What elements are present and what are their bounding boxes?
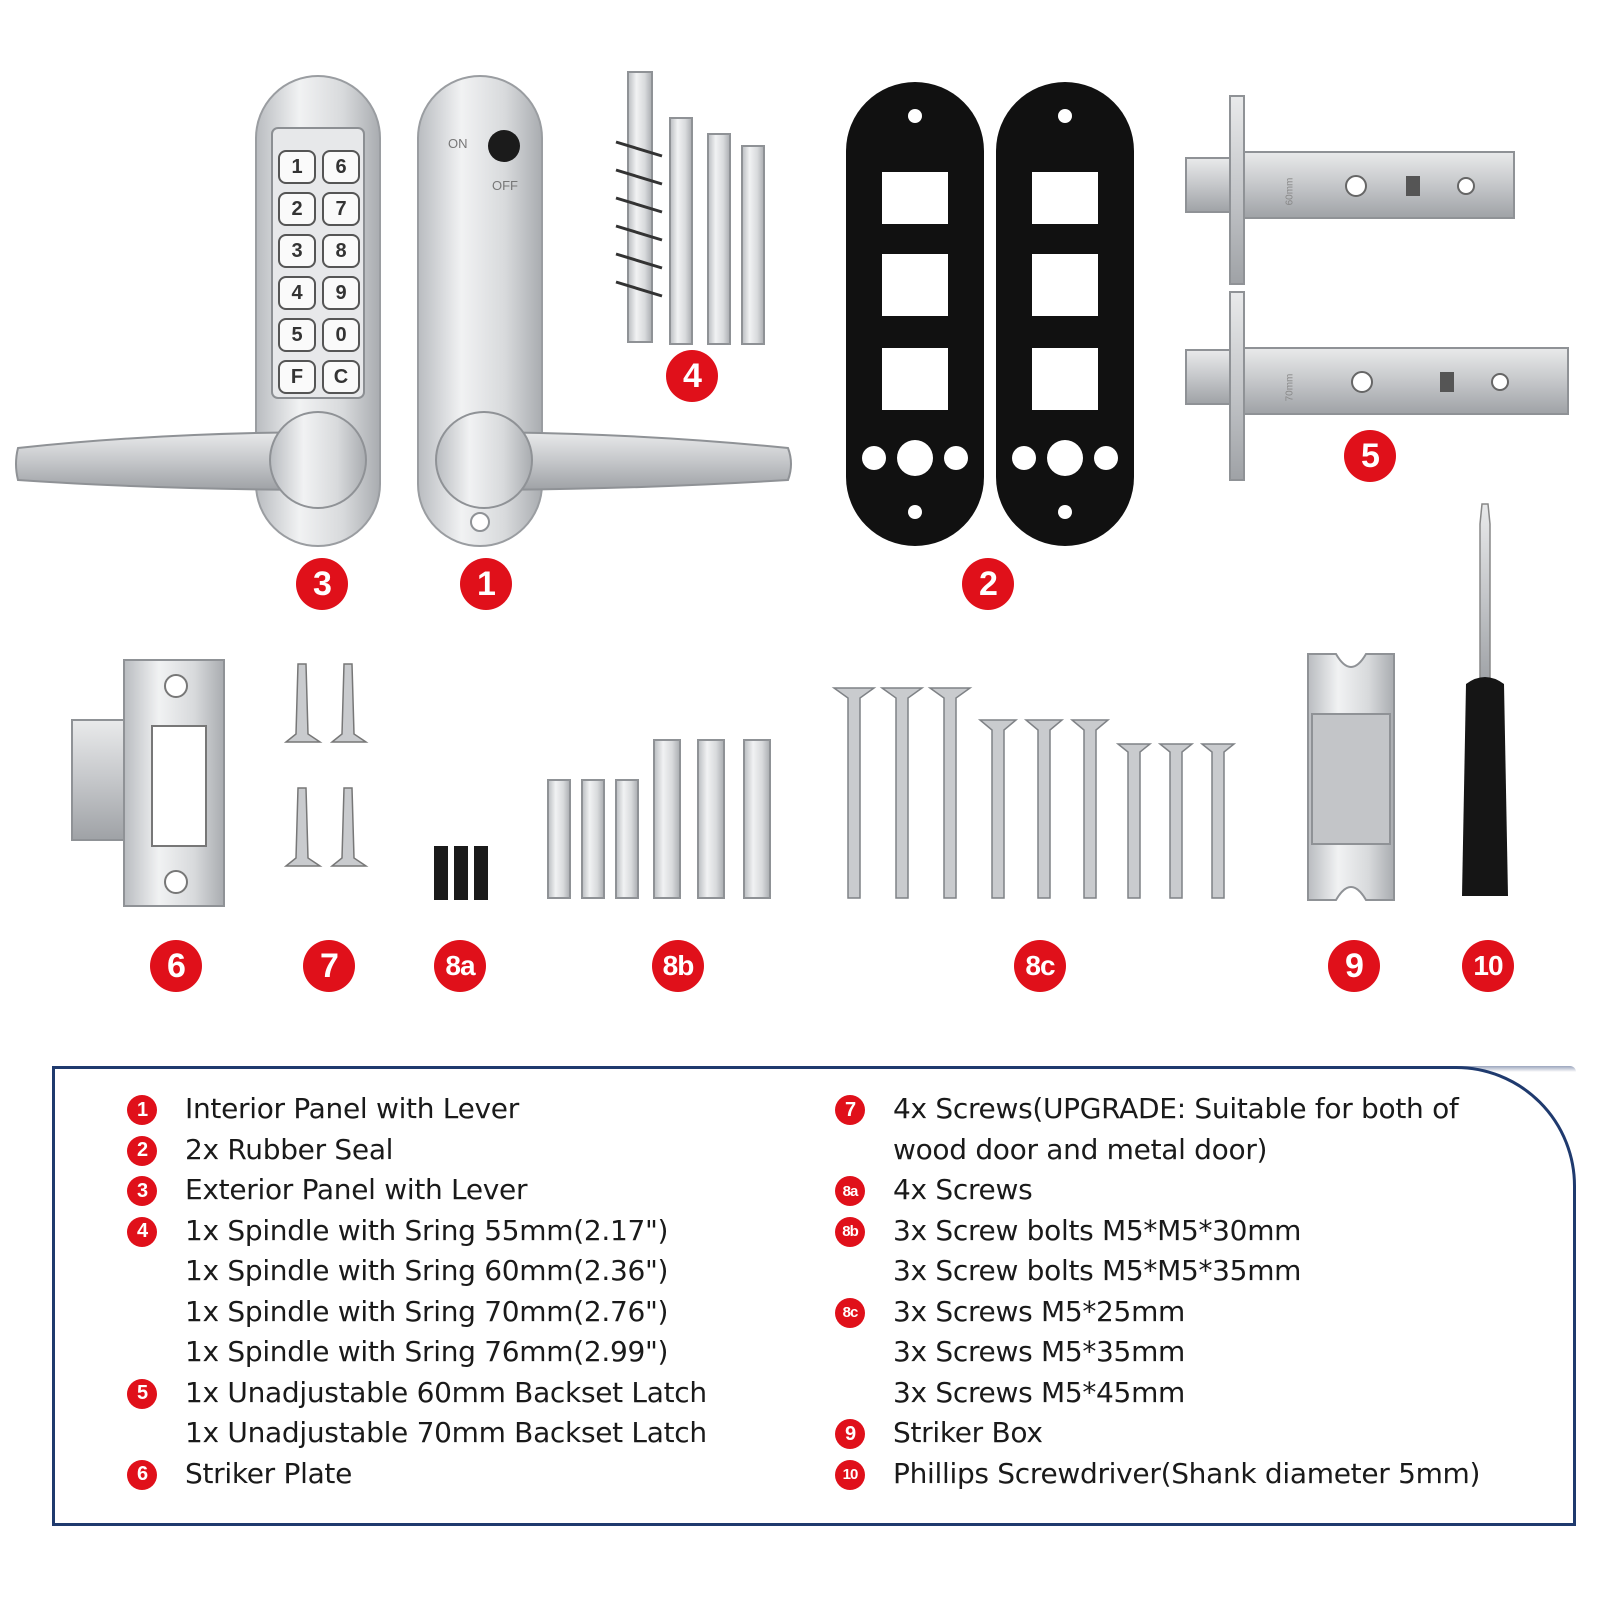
keypad-key: C [322, 360, 360, 394]
keypad-key: 5 [278, 318, 316, 352]
keypad-key: 4 [278, 276, 316, 310]
legend-item-8a: 8a 4x Screws [835, 1170, 1480, 1211]
keypad-key: 6 [322, 150, 360, 184]
keypad-key: 8 [322, 234, 360, 268]
legend-item-8c: 8c 3x Screws M5*25mm 3x Screws M5*35mm 3… [835, 1292, 1480, 1414]
latch-60-label: 60mm [1284, 177, 1296, 206]
legend-badge: 8b [835, 1216, 865, 1247]
legend-badge: 8a [835, 1176, 865, 1206]
legend-item-2: 2 2x Rubber Seal [127, 1130, 707, 1171]
badge-8a: 8a [434, 940, 486, 992]
legend-text: 1x Spindle with Sring 76mm(2.99") [185, 1335, 669, 1368]
keypad-key: 0 [322, 318, 360, 352]
legend-text: 3x Screws M5*35mm [893, 1335, 1186, 1368]
legend-badge: 8c [835, 1297, 865, 1328]
legend-text: 1x Spindle with Sring 70mm(2.76") [185, 1294, 669, 1328]
legend-badge: 6 [127, 1459, 157, 1490]
parts-legend: 1 Interior Panel with Lever 2 2x Rubber … [52, 1066, 1576, 1526]
legend-item-7: 7 4x Screws(UPGRADE: Suitable for both o… [835, 1089, 1480, 1170]
machine-screws-illustration [831, 687, 1237, 899]
keypad-key: 3 [278, 234, 316, 268]
legend-text: 1x Spindle with Sring 55mm(2.17") [185, 1213, 669, 1247]
legend-badge: 9 [835, 1419, 865, 1449]
legend-item-6: 6 Striker Plate [127, 1454, 707, 1495]
legend-text: 1x Unadjustable 60mm Backset Latch [185, 1375, 707, 1409]
legend-column-left: 1 Interior Panel with Lever 2 2x Rubber … [127, 1089, 707, 1494]
legend-text: 4x Screws [893, 1173, 1033, 1206]
latches-illustration [1185, 95, 1569, 481]
legend-column-right: 7 4x Screws(UPGRADE: Suitable for both o… [835, 1089, 1480, 1494]
spindles-illustration [615, 71, 765, 345]
screw-bolts-illustration [547, 739, 771, 899]
screwdriver-illustration [1462, 503, 1508, 896]
legend-text: 1x Spindle with Sring 60mm(2.36") [185, 1254, 669, 1287]
interior-panel-illustration [417, 75, 792, 547]
legend-item-10: 10 Phillips Screwdriver(Shank diameter 5… [835, 1454, 1480, 1495]
legend-badge: 1 [127, 1095, 157, 1125]
legend-text: Interior Panel with Lever [185, 1092, 519, 1125]
badge-9: 9 [1328, 940, 1380, 992]
wood-metal-screws-illustration [283, 663, 369, 867]
legend-text: 3x Screw bolts M5*M5*30mm [893, 1213, 1302, 1247]
legend-badge: 10 [835, 1459, 865, 1490]
legend-text: 3x Screws M5*25mm [893, 1294, 1186, 1328]
badge-3: 3 [296, 558, 348, 610]
keypad-key: 7 [322, 192, 360, 226]
switch-off-label: OFF [492, 178, 518, 193]
legend-badge: 4 [127, 1216, 157, 1247]
legend-text: Striker Plate [185, 1456, 353, 1490]
keypad-key: 9 [322, 276, 360, 310]
legend-item-5: 5 1x Unadjustable 60mm Backset Latch 1x … [127, 1373, 707, 1454]
badge-4: 4 [666, 350, 718, 402]
badge-8b: 8b [652, 940, 704, 992]
badge-8c: 8c [1014, 940, 1066, 992]
legend-text: wood door and metal door) [893, 1132, 1268, 1166]
badge-2: 2 [962, 558, 1014, 610]
rubber-seals-illustration [846, 82, 1134, 546]
switch-on-label: ON [448, 136, 468, 151]
legend-text: 4x Screws(UPGRADE: Suitable for both of [893, 1092, 1459, 1125]
legend-text: Phillips Screwdriver(Shank diameter 5mm) [893, 1456, 1481, 1490]
legend-badge: 3 [127, 1176, 157, 1206]
legend-text: 2x Rubber Seal [185, 1132, 394, 1166]
legend-badge: 5 [127, 1378, 157, 1409]
keypad-key: F [278, 360, 316, 394]
striker-plate-illustration [71, 659, 225, 907]
badge-10: 10 [1462, 940, 1514, 992]
legend-badge: 7 [835, 1095, 865, 1125]
keypad-key: 2 [278, 192, 316, 226]
badge-7: 7 [303, 940, 355, 992]
latch-70-label: 70mm [1284, 373, 1296, 402]
legend-item-1: 1 Interior Panel with Lever [127, 1089, 707, 1130]
legend-text: 3x Screw bolts M5*M5*35mm [893, 1254, 1302, 1287]
legend-text: 3x Screws M5*45mm [893, 1375, 1186, 1409]
legend-item-4: 4 1x Spindle with Sring 55mm(2.17") 1x S… [127, 1211, 707, 1373]
striker-box-illustration [1307, 653, 1395, 901]
legend-item-9: 9 Striker Box [835, 1413, 1480, 1454]
legend-text: Exterior Panel with Lever [185, 1173, 528, 1206]
legend-item-3: 3 Exterior Panel with Lever [127, 1170, 707, 1211]
badge-5: 5 [1344, 430, 1396, 482]
keypad: 1 6 2 7 3 8 4 9 5 0 F C [278, 150, 360, 394]
legend-item-8b: 8b 3x Screw bolts M5*M5*30mm 3x Screw bo… [835, 1211, 1480, 1292]
legend-text: 1x Unadjustable 70mm Backset Latch [185, 1416, 707, 1449]
grub-screws-illustration [434, 846, 488, 900]
legend-badge: 2 [127, 1135, 157, 1166]
keypad-key: 1 [278, 150, 316, 184]
badge-6: 6 [150, 940, 202, 992]
badge-1: 1 [460, 558, 512, 610]
legend-text: Striker Box [893, 1416, 1043, 1449]
